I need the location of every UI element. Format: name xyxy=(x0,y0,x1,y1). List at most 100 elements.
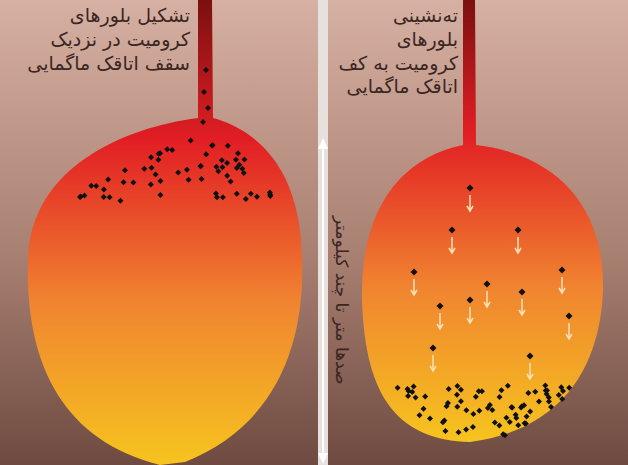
crystal xyxy=(209,142,215,148)
crystal xyxy=(254,194,260,200)
crystal xyxy=(241,170,247,176)
crystal xyxy=(122,167,128,173)
fall-arrow xyxy=(467,307,473,323)
crystal xyxy=(149,165,155,171)
crystal xyxy=(188,137,194,143)
crystal xyxy=(248,191,254,197)
crystal xyxy=(219,164,225,170)
crystal xyxy=(228,179,234,185)
crystal xyxy=(413,394,419,400)
crystal xyxy=(107,194,113,200)
crystal xyxy=(203,67,209,73)
crystal xyxy=(548,404,554,410)
crystal xyxy=(169,147,175,153)
crystal xyxy=(559,396,565,402)
crystal xyxy=(508,404,514,410)
crystal xyxy=(405,393,411,399)
crystal xyxy=(498,387,504,393)
fall-arrow xyxy=(449,237,455,253)
crystal xyxy=(201,89,207,95)
stage-label: ته‌نشینی بلورهای کرومیت به کف اتاقک ماگم… xyxy=(332,4,458,99)
crystal xyxy=(497,394,503,400)
crystal xyxy=(515,422,521,428)
crystal xyxy=(440,419,446,425)
crystal xyxy=(525,390,531,396)
crystal xyxy=(225,143,231,149)
crystal xyxy=(546,399,552,405)
crystal xyxy=(141,166,147,172)
crystal xyxy=(456,429,462,435)
crystal xyxy=(101,186,107,192)
crystal xyxy=(117,198,123,204)
fall-arrow xyxy=(411,279,417,295)
crystal xyxy=(130,180,136,186)
crystal xyxy=(522,420,528,426)
fall-arrow xyxy=(484,291,490,307)
crystal xyxy=(219,157,225,163)
crystal xyxy=(507,419,513,425)
crystal xyxy=(487,402,493,408)
crystal xyxy=(156,151,162,157)
crystal xyxy=(164,146,170,152)
crystal xyxy=(470,424,476,430)
crystal xyxy=(416,412,422,418)
crystal xyxy=(241,156,247,162)
crystal xyxy=(521,402,527,408)
crystal xyxy=(224,160,230,166)
crystal xyxy=(559,267,566,274)
crystal xyxy=(505,383,511,389)
crystal xyxy=(467,185,474,192)
crystal xyxy=(527,353,534,360)
crystal xyxy=(220,194,226,200)
crystal xyxy=(503,415,509,421)
crystal xyxy=(558,384,564,390)
crystal xyxy=(406,388,412,394)
crystal xyxy=(88,183,94,189)
fall-arrow xyxy=(430,355,436,371)
crystal xyxy=(236,162,242,168)
crystal xyxy=(422,394,428,400)
crystal xyxy=(566,385,572,391)
crystal xyxy=(157,178,163,184)
crystal xyxy=(243,196,249,202)
crystal xyxy=(509,404,515,410)
fall-arrow xyxy=(467,195,473,211)
crystal xyxy=(458,398,464,404)
crystal xyxy=(411,384,417,390)
crystal xyxy=(395,385,401,391)
crystal xyxy=(454,383,460,389)
crystal xyxy=(449,227,456,234)
crystal xyxy=(446,386,452,392)
fall-arrow xyxy=(566,323,572,339)
crystal xyxy=(224,173,230,179)
fall-arrow xyxy=(437,313,443,329)
crystal xyxy=(544,391,550,397)
crystal xyxy=(463,407,469,413)
crystal xyxy=(463,426,469,432)
crystal xyxy=(203,151,209,157)
fall-arrow xyxy=(559,277,565,293)
crystal xyxy=(93,183,99,189)
crystal xyxy=(175,169,181,175)
crystal xyxy=(556,392,562,398)
crystal xyxy=(198,163,204,169)
left-panel xyxy=(0,0,318,465)
crystal xyxy=(267,190,273,196)
crystal xyxy=(105,177,111,183)
crystal xyxy=(542,383,548,389)
crystal xyxy=(205,105,211,111)
crystal xyxy=(515,227,522,234)
crystal xyxy=(234,191,240,197)
crystal xyxy=(566,313,573,320)
crystal xyxy=(427,416,433,422)
crystal xyxy=(101,194,107,200)
crystal xyxy=(467,297,474,304)
crystal xyxy=(476,388,482,394)
crystal xyxy=(210,142,216,148)
falling-crystals xyxy=(411,185,573,380)
crystal xyxy=(213,164,219,170)
crystal xyxy=(148,181,154,187)
crystal xyxy=(430,345,437,352)
crystal xyxy=(157,192,163,198)
crystal xyxy=(184,167,190,173)
